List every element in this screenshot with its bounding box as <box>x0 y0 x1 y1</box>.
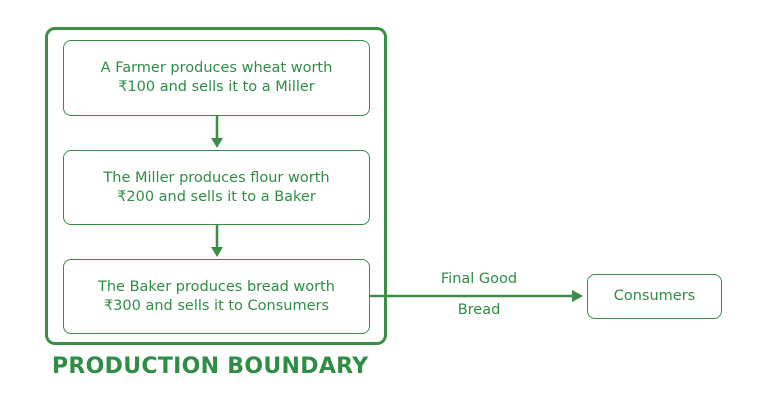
arrow-head-icon <box>572 290 583 302</box>
baker-step-line2: ₹300 and sells it to Consumers <box>103 297 330 314</box>
farmer-step-line2: ₹100 and sells it to a Miller <box>118 79 315 95</box>
production-boundary-title: PRODUCTION BOUNDARY <box>52 354 369 379</box>
bread-label: Bread <box>457 302 501 318</box>
arrow-head-icon <box>211 138 223 148</box>
arrow-head-icon <box>211 247 223 257</box>
baker-step-box: The Baker produces bread worth ₹300 and s… <box>63 259 370 334</box>
final-good-label: Final Good <box>440 271 518 287</box>
miller-step-line2: ₹200 and sells it to a Baker <box>117 188 316 205</box>
consumers-box: Consumers <box>587 274 722 319</box>
miller-step-box: The Miller produces flour worth ₹200 and … <box>63 150 370 225</box>
farmer-step-line1: A Farmer produces wheat worth <box>100 60 333 76</box>
baker-step-line1: The Baker produces bread worth <box>98 278 335 295</box>
miller-step-line1: The Miller produces flour worth <box>103 169 330 186</box>
consumers-label: Consumers <box>613 288 696 304</box>
farmer-step-box: A Farmer produces wheat worth ₹100 and se… <box>63 40 370 116</box>
production-boundary-frame <box>45 27 387 345</box>
